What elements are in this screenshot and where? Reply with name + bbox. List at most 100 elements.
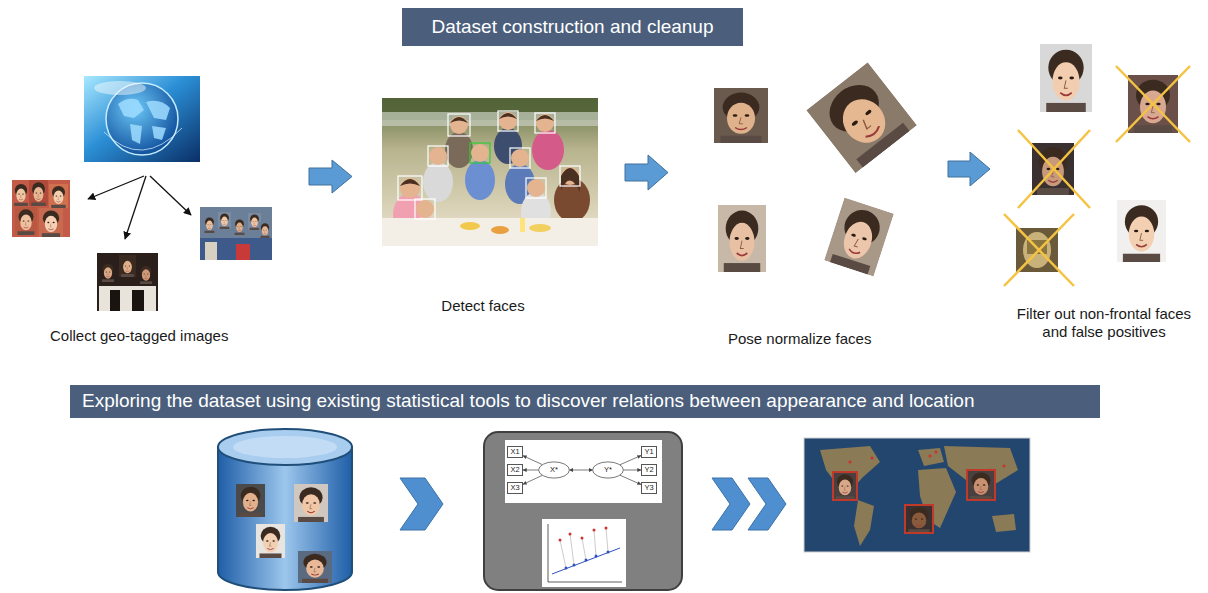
group-photo [527, 179, 545, 197]
world-map [905, 505, 933, 533]
statistics-panel [595, 555, 598, 558]
reject-cross [1116, 66, 1190, 142]
group-photo [428, 146, 448, 166]
group-photo [398, 111, 580, 219]
face-crop [1040, 44, 1092, 112]
group-photo [532, 130, 564, 170]
photo-thumbnail [49, 184, 68, 208]
database-cylinder [256, 524, 285, 558]
face-crop [718, 205, 766, 272]
world-map [967, 470, 995, 500]
section-band: Exploring the dataset using existing sta… [70, 385, 1100, 418]
statistics-panel [582, 538, 586, 560]
world-map [967, 470, 995, 500]
face-crop [824, 198, 894, 277]
face-crop [1117, 200, 1166, 262]
statistics-panel [569, 533, 572, 536]
photo-thumbnail [12, 182, 30, 206]
world-map [804, 438, 1030, 552]
variable-name: X2 [510, 466, 519, 474]
face-crop [806, 62, 917, 173]
world-map [1003, 465, 1006, 468]
variable-name: Y3 [644, 484, 653, 492]
photo-thumbnail [99, 286, 156, 311]
statistics-panel [605, 527, 608, 530]
photo-thumbnail [200, 207, 272, 260]
group-photo [460, 222, 480, 230]
database-cylinder [298, 551, 332, 583]
photo-thumbnail [233, 218, 246, 235]
reject-cross [1004, 214, 1074, 286]
statistics-panel [570, 534, 574, 565]
step-arrow [948, 152, 990, 186]
group-photo [511, 149, 529, 167]
world-map [804, 438, 1030, 552]
group-photo [471, 144, 489, 162]
photo-thumbnail [259, 222, 271, 238]
group-photo [400, 112, 579, 218]
group-photo [535, 113, 555, 133]
statistics-panel [505, 440, 662, 503]
globe-image [146, 101, 170, 120]
statistics-panel [606, 528, 608, 552]
group-photo [382, 98, 598, 246]
statistics-panel [559, 539, 562, 542]
group-photo [499, 113, 517, 119]
distribution-arrows [150, 176, 191, 215]
variable-name: Y1 [644, 448, 653, 456]
reject-cross [1116, 66, 1190, 142]
photo-thumbnail [12, 180, 70, 237]
statistics-panel [542, 519, 626, 587]
variable-name: Y* [604, 466, 612, 474]
variable-box: X3 [507, 482, 523, 494]
photo-thumbnail [236, 244, 250, 260]
variable-box: Y1 [641, 446, 657, 458]
statistics-panel [484, 432, 682, 590]
connector [620, 475, 641, 484]
photo-thumbnail [132, 290, 144, 311]
connector [569, 470, 592, 471]
face-crop [824, 198, 894, 277]
statistics-panel [552, 548, 620, 574]
statistics-panel [560, 528, 608, 568]
section-heading: Dataset construction and cleanup [431, 17, 713, 38]
latent-ellipse: X* [538, 461, 570, 479]
photo-thumbnail [29, 180, 48, 206]
photo-thumbnail [97, 253, 158, 311]
database-cylinder [218, 447, 352, 590]
variable-box: Y3 [641, 482, 657, 494]
statistics-panel [573, 564, 576, 567]
group-photo [448, 114, 470, 136]
world-map [849, 451, 1006, 472]
group-photo [382, 218, 598, 246]
group-photo [536, 114, 554, 132]
connector [623, 470, 641, 471]
group-photo [520, 218, 525, 232]
group-photo [561, 168, 580, 192]
photo-thumbnail [15, 207, 37, 235]
reject-cross [1004, 214, 1074, 286]
distribution-arrows [88, 176, 144, 199]
group-photo [400, 113, 580, 192]
group-photo [416, 200, 434, 218]
world-map [905, 505, 933, 533]
reject-cross [1018, 130, 1090, 208]
world-map [833, 472, 857, 500]
photo-thumbnail [200, 238, 272, 260]
connector [523, 475, 542, 484]
statistics-panel [585, 559, 588, 562]
group-photo [445, 132, 473, 168]
reject-cross [1004, 66, 1190, 286]
step-arrow [309, 160, 352, 193]
statistics-panel [565, 551, 610, 570]
variable-box: X2 [507, 464, 523, 476]
world-map [929, 455, 932, 458]
world-map [820, 446, 1018, 546]
group-photo [526, 178, 546, 198]
globe-image [84, 76, 200, 162]
database-cylinder [233, 436, 337, 458]
group-photo [382, 98, 598, 246]
photo-thumbnail [200, 207, 272, 260]
